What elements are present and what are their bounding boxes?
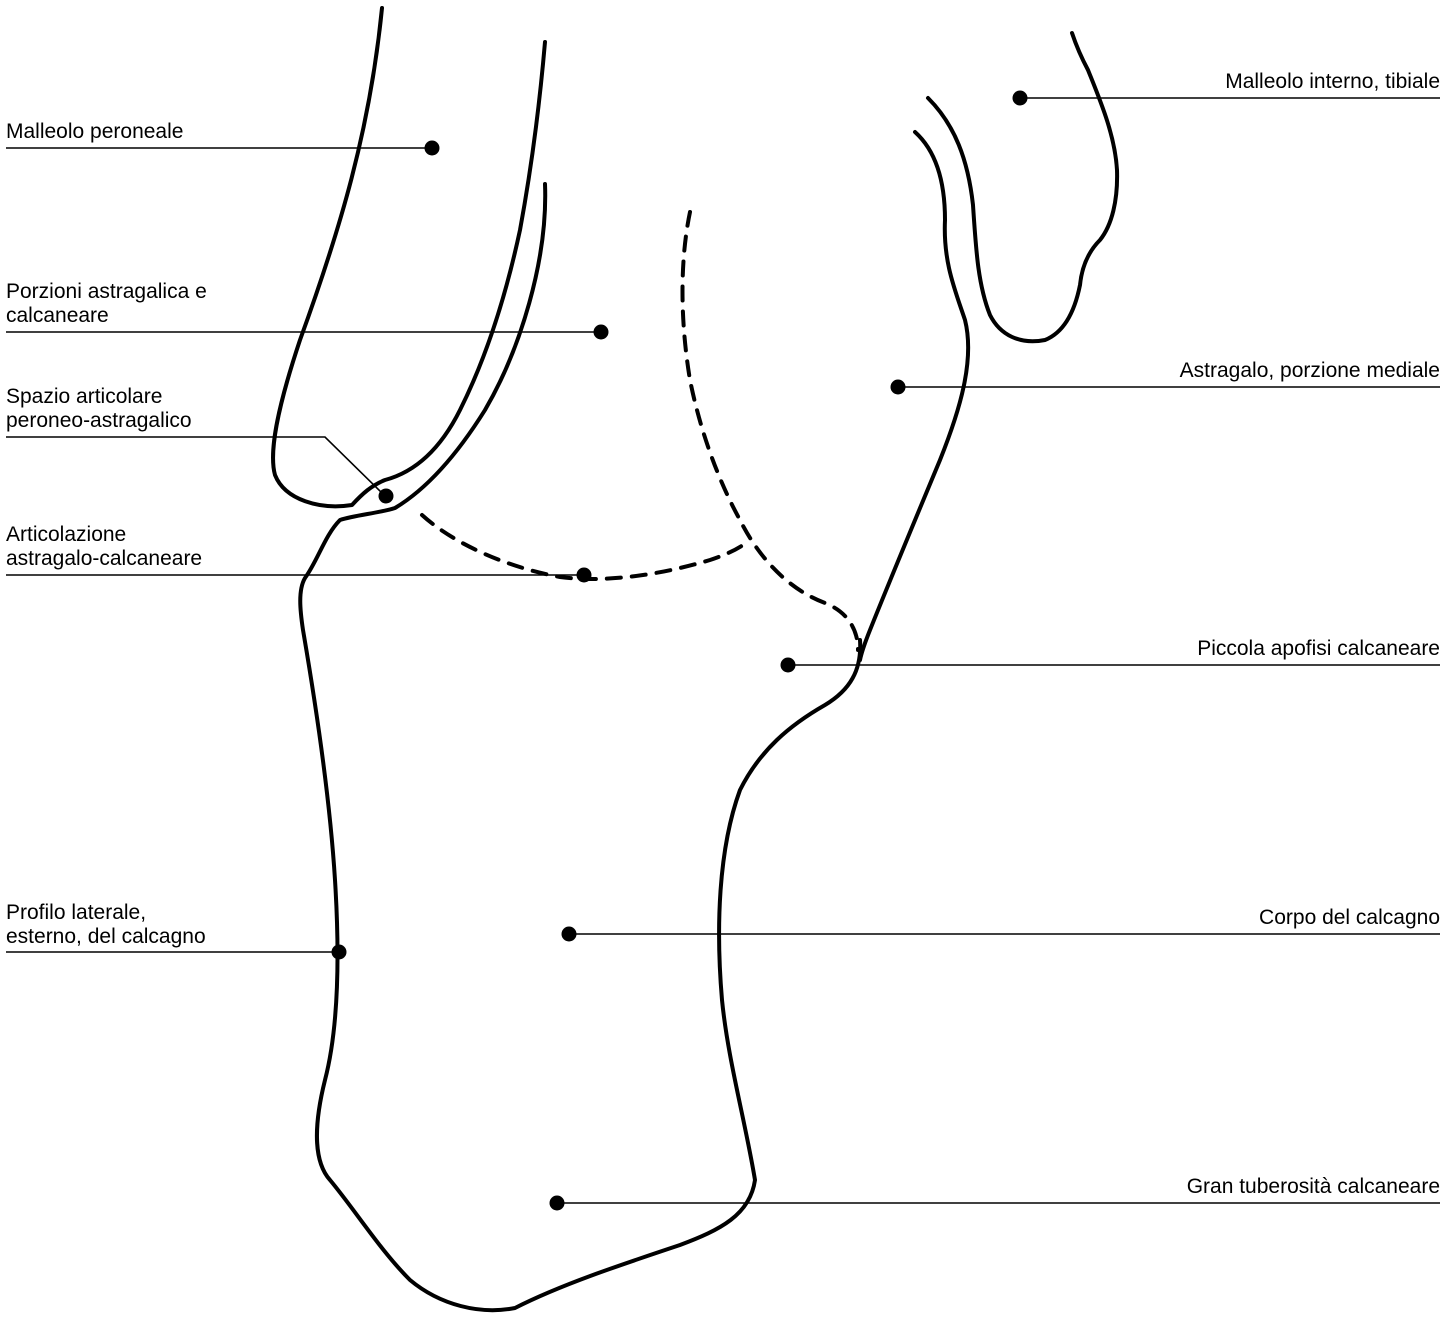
label-malleolo-interno-text: Malleolo interno, tibiale — [1225, 70, 1440, 94]
label-articolazione: Articolazione astragalo-calcaneare — [6, 523, 202, 571]
label-gran-tuberosita-text: Gran tuberosità calcaneare — [1187, 1175, 1440, 1199]
leader-spazio — [6, 437, 384, 495]
label-corpo: Corpo del calcagno — [1259, 906, 1440, 930]
label-profilo-line-1: Profilo laterale, — [6, 901, 206, 925]
dot-spazio — [379, 489, 394, 504]
label-astragalo-mediale-text: Astragalo, porzione mediale — [1180, 359, 1440, 383]
fibula-outline — [273, 8, 545, 506]
label-piccola-apofisi-text: Piccola apofisi calcaneare — [1197, 637, 1440, 661]
label-articolazione-line-1: Articolazione — [6, 523, 202, 547]
label-spazio-line-1: Spazio articolare — [6, 385, 192, 409]
label-malleolo-interno: Malleolo interno, tibiale — [1225, 70, 1440, 94]
dot-gran-tuberosita — [550, 1196, 565, 1211]
label-porzioni-line-2: calcaneare — [6, 304, 207, 328]
talus-head-dashed — [683, 212, 859, 650]
dot-malleolo-peroneale — [425, 141, 440, 156]
label-piccola-apofisi: Piccola apofisi calcaneare — [1197, 637, 1440, 661]
dot-piccola-apofisi — [781, 658, 796, 673]
label-articolazione-line-2: astragalo-calcaneare — [6, 547, 202, 571]
label-porzioni: Porzioni astragalica e calcaneare — [6, 280, 207, 328]
label-spazio: Spazio articolare peroneo-astragalico — [6, 385, 192, 433]
label-porzioni-line-1: Porzioni astragalica e — [6, 280, 207, 304]
label-malleolo-peroneale: Malleolo peroneale — [6, 120, 183, 144]
label-corpo-text: Corpo del calcagno — [1259, 906, 1440, 930]
dot-malleolo-interno — [1013, 91, 1028, 106]
label-gran-tuberosita: Gran tuberosità calcaneare — [1187, 1175, 1440, 1199]
label-spazio-line-2: peroneo-astragalico — [6, 409, 192, 433]
dot-corpo — [562, 927, 577, 942]
label-malleolo-peroneale-text: Malleolo peroneale — [6, 120, 183, 144]
label-profilo: Profilo laterale, esterno, del calcagno — [6, 901, 206, 949]
dot-articolazione — [577, 568, 592, 583]
dot-profilo — [332, 945, 347, 960]
dot-astragalo-mediale — [891, 380, 906, 395]
dot-porzioni — [594, 325, 609, 340]
talus-lateral-line — [300, 184, 860, 1310]
label-astragalo-mediale: Astragalo, porzione mediale — [1180, 359, 1440, 383]
label-profilo-line-2: esterno, del calcagno — [6, 925, 206, 949]
talus-medial-outline — [860, 132, 968, 660]
